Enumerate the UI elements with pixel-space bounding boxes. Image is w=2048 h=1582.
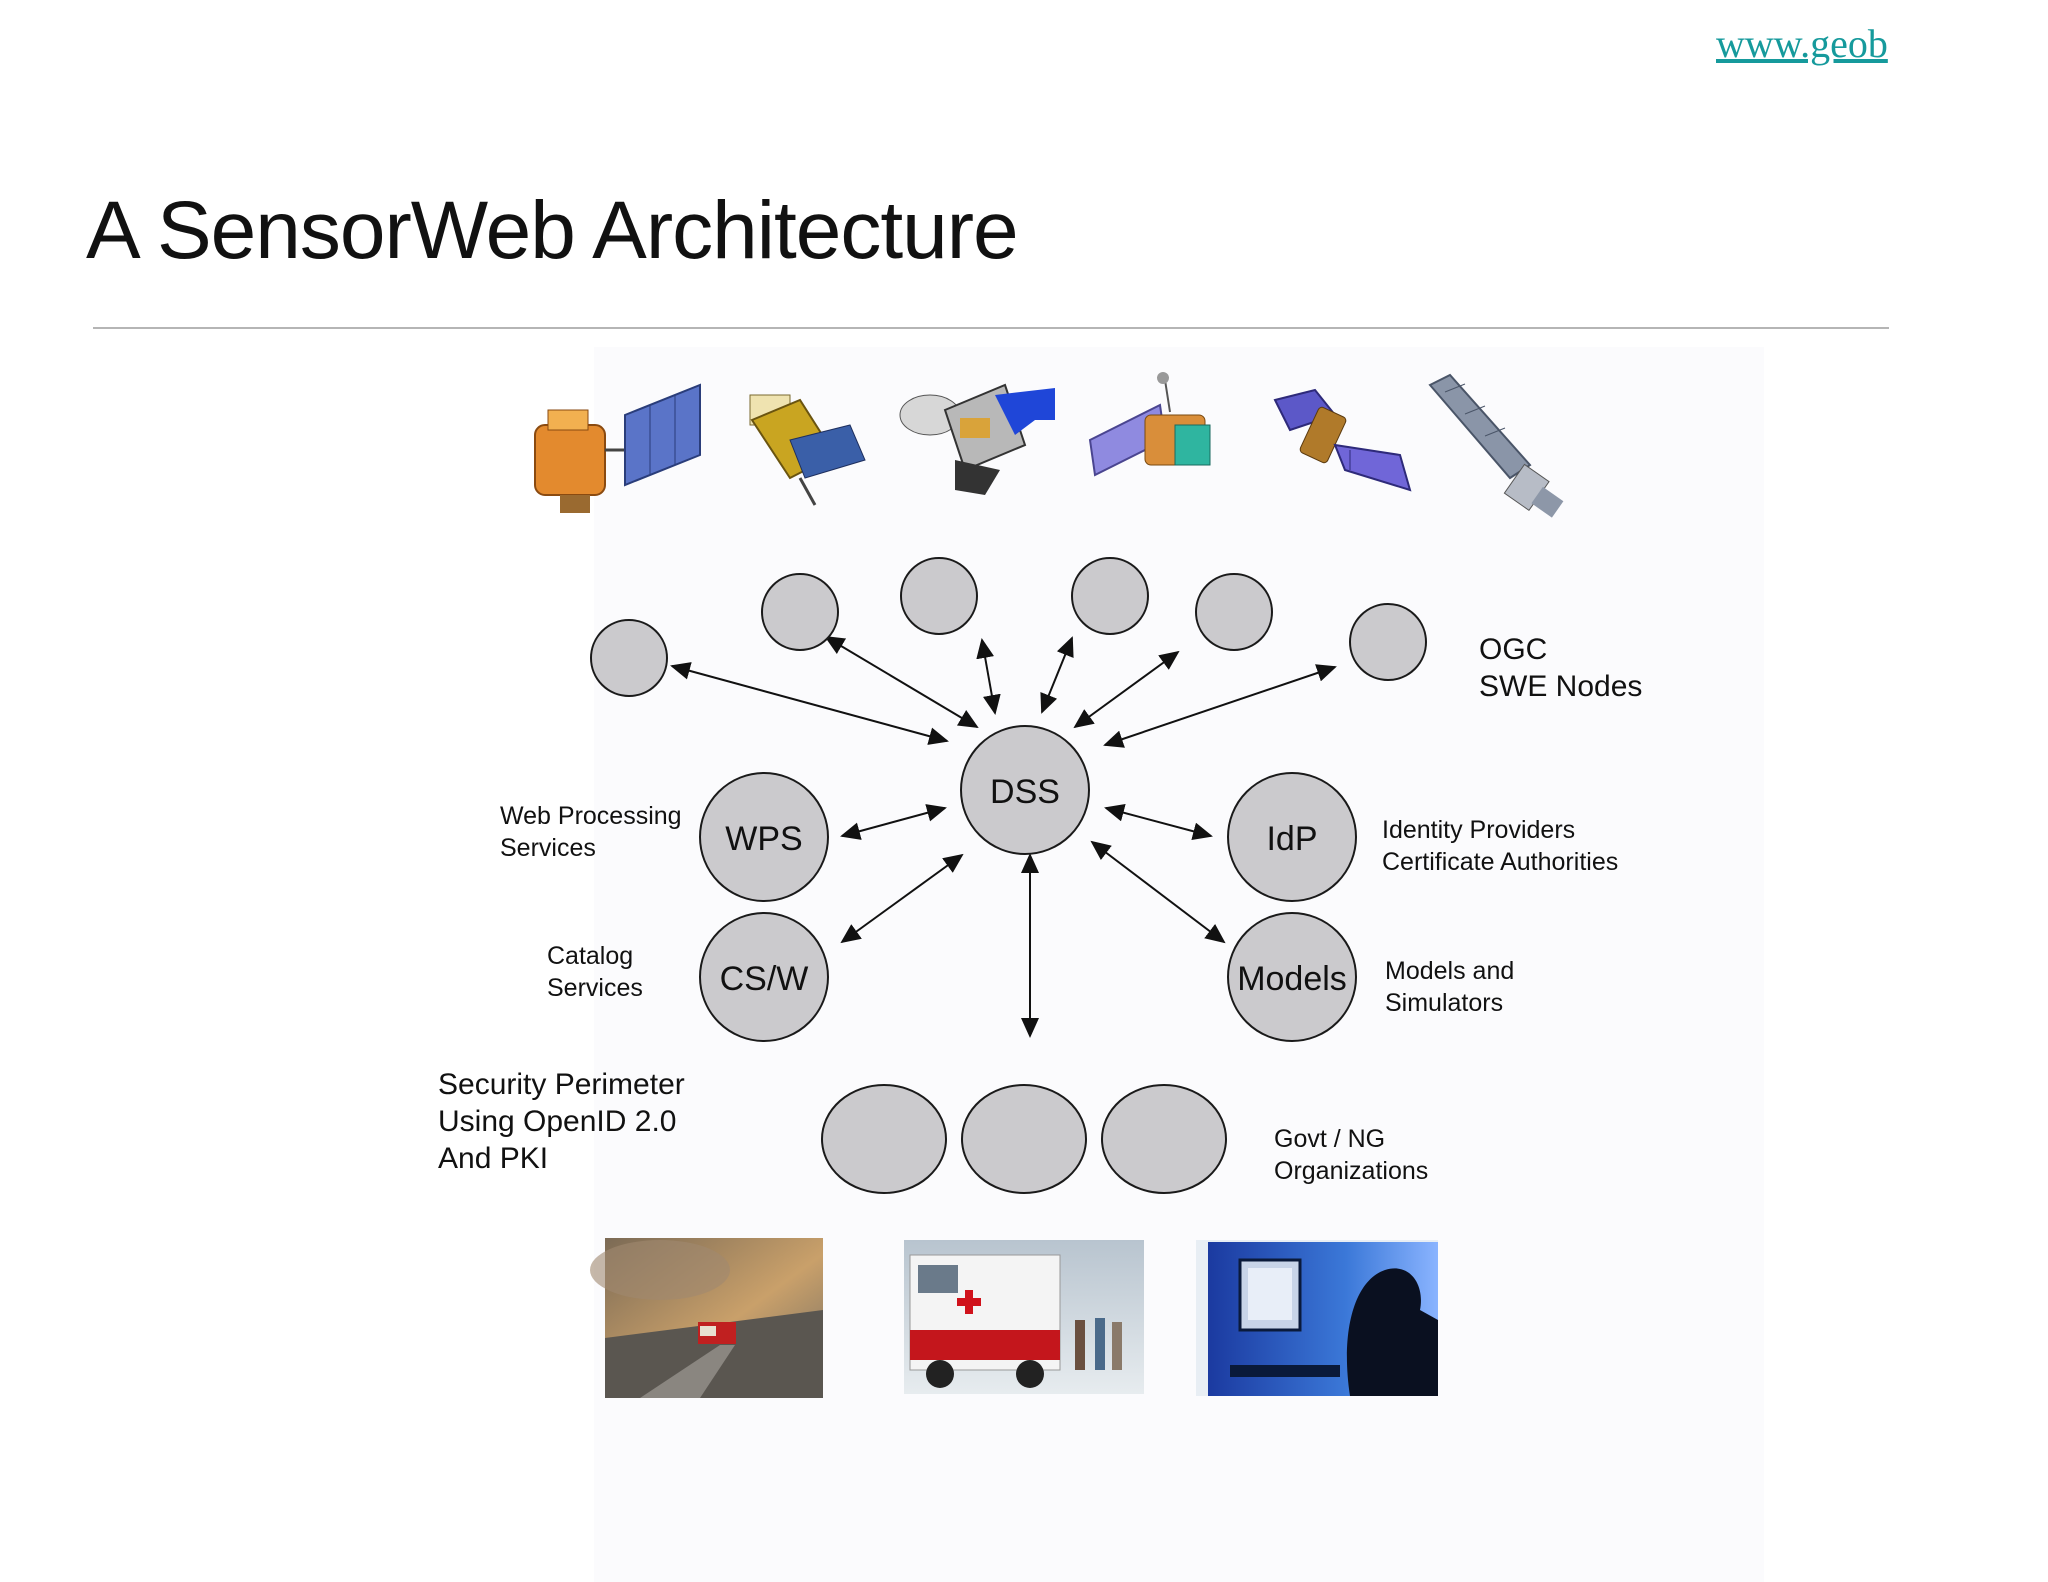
satellite-2 <box>749 394 866 506</box>
ogc-label: OGC SWE Nodes <box>1479 633 1642 703</box>
arrow-dss-models <box>1090 840 1226 944</box>
catalog-label: Catalog Services <box>547 942 643 1002</box>
arrow-dss-sweA <box>670 662 949 745</box>
red-cross-disaster-relief-photo <box>904 1240 1144 1394</box>
csw-label: CS/W <box>720 960 809 998</box>
dss-node[interactable]: DSS <box>960 725 1090 855</box>
arrow-dss-sweC <box>976 638 1001 715</box>
wps-label: WPS <box>725 820 802 858</box>
csw-node[interactable]: CS/W <box>699 912 829 1042</box>
idp-label: IdP <box>1266 820 1317 858</box>
wps-node[interactable]: WPS <box>699 772 829 902</box>
arrow-dss-sweD <box>1040 636 1074 714</box>
web-processing-label: Web Processing Services <box>500 802 689 862</box>
arrow-dss-sweB <box>824 635 979 729</box>
satellite-5 <box>1273 388 1412 492</box>
title-divider <box>93 327 1889 329</box>
arrow-dss-sweF <box>1103 664 1337 748</box>
idp-node[interactable]: IdP <box>1227 772 1357 902</box>
models-label: Models <box>1237 960 1347 998</box>
govt-organizations-label: Govt / NG Organizations <box>1274 1125 1428 1185</box>
org-node <box>1101 1084 1227 1194</box>
models-simulators-label: Models and Simulators <box>1385 957 1521 1017</box>
person-at-computer-photo <box>1196 1240 1438 1396</box>
org-nodes <box>821 1084 1227 1194</box>
org-node <box>961 1084 1087 1194</box>
page-title: A SensorWeb Architecture <box>86 185 1019 276</box>
security-perimeter-label: Security Perimeter Using OpenID 2.0 And … <box>438 1068 693 1175</box>
dss-label: DSS <box>990 773 1060 811</box>
swe-nodes <box>590 557 1427 697</box>
satellite-4 <box>1088 372 1211 477</box>
arrow-dss-idp <box>1104 803 1213 841</box>
satellite-6 <box>1428 373 1564 518</box>
swe-node <box>1195 573 1273 651</box>
swe-node <box>900 557 978 635</box>
wildfire-truck-photo <box>590 1238 823 1398</box>
org-node <box>821 1084 947 1194</box>
connector-arrows <box>670 635 1337 1038</box>
swe-node <box>1349 603 1427 681</box>
website-link[interactable]: www.geob <box>1716 21 1888 66</box>
satellite-3 <box>899 383 1055 495</box>
identity-providers-label: Identity Providers Certificate Authoriti… <box>1382 816 1618 876</box>
arrow-dss-wps <box>840 804 947 840</box>
swe-node <box>761 573 839 651</box>
arrow-dss-csw <box>840 853 964 944</box>
swe-node <box>590 619 668 697</box>
arrow-dss-sweE <box>1073 650 1180 729</box>
swe-node <box>1071 557 1149 635</box>
models-node[interactable]: Models <box>1227 912 1357 1042</box>
satellite-1 <box>534 383 701 513</box>
